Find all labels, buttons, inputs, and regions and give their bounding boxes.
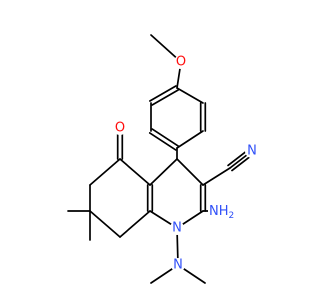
amino-subscript: 2 bbox=[229, 211, 235, 221]
bond-c4-c3 bbox=[176, 158, 204, 186]
atom-ketone-oxygen: O bbox=[113, 121, 127, 136]
bond-c7-c8 bbox=[89, 210, 121, 238]
svg-text:NH2: NH2 bbox=[209, 204, 234, 221]
bond-a1-a2-a bbox=[149, 85, 177, 102]
atom-nitrile-nitrogen: N bbox=[245, 144, 259, 159]
svg-text:N: N bbox=[172, 221, 182, 236]
bond-c8-c8a bbox=[119, 210, 151, 238]
bonds bbox=[67, 34, 255, 284]
bond-c3-cn bbox=[202, 167, 231, 186]
svg-text:N: N bbox=[173, 258, 183, 273]
bond-c5-c6 bbox=[89, 158, 121, 186]
bond-c4a-c4 bbox=[149, 158, 178, 186]
atom-labels: O O N N N NH2 bbox=[113, 55, 259, 273]
atom-amino-group: NH2 bbox=[208, 203, 234, 221]
svg-text:O: O bbox=[176, 55, 186, 70]
svg-text:N: N bbox=[247, 144, 257, 159]
bond-c4a-c5 bbox=[119, 158, 151, 186]
amino-nh-text: NH bbox=[209, 204, 229, 219]
bond-a3-a4-b bbox=[151, 128, 180, 147]
bond-a6-a1 bbox=[176, 87, 204, 104]
svg-text:O: O bbox=[115, 121, 125, 136]
bond-a1-a2-b bbox=[151, 89, 179, 106]
bond-a3-a4-a bbox=[148, 132, 177, 151]
bond-a4-a5 bbox=[176, 130, 204, 149]
atom-ring-nitrogen: N bbox=[170, 221, 184, 236]
atom-dimethylamino-nitrogen: N bbox=[171, 258, 185, 273]
chemical-structure-diagram: O O N N N NH2 bbox=[67, 34, 259, 284]
atom-methoxy-oxygen: O bbox=[174, 55, 188, 70]
